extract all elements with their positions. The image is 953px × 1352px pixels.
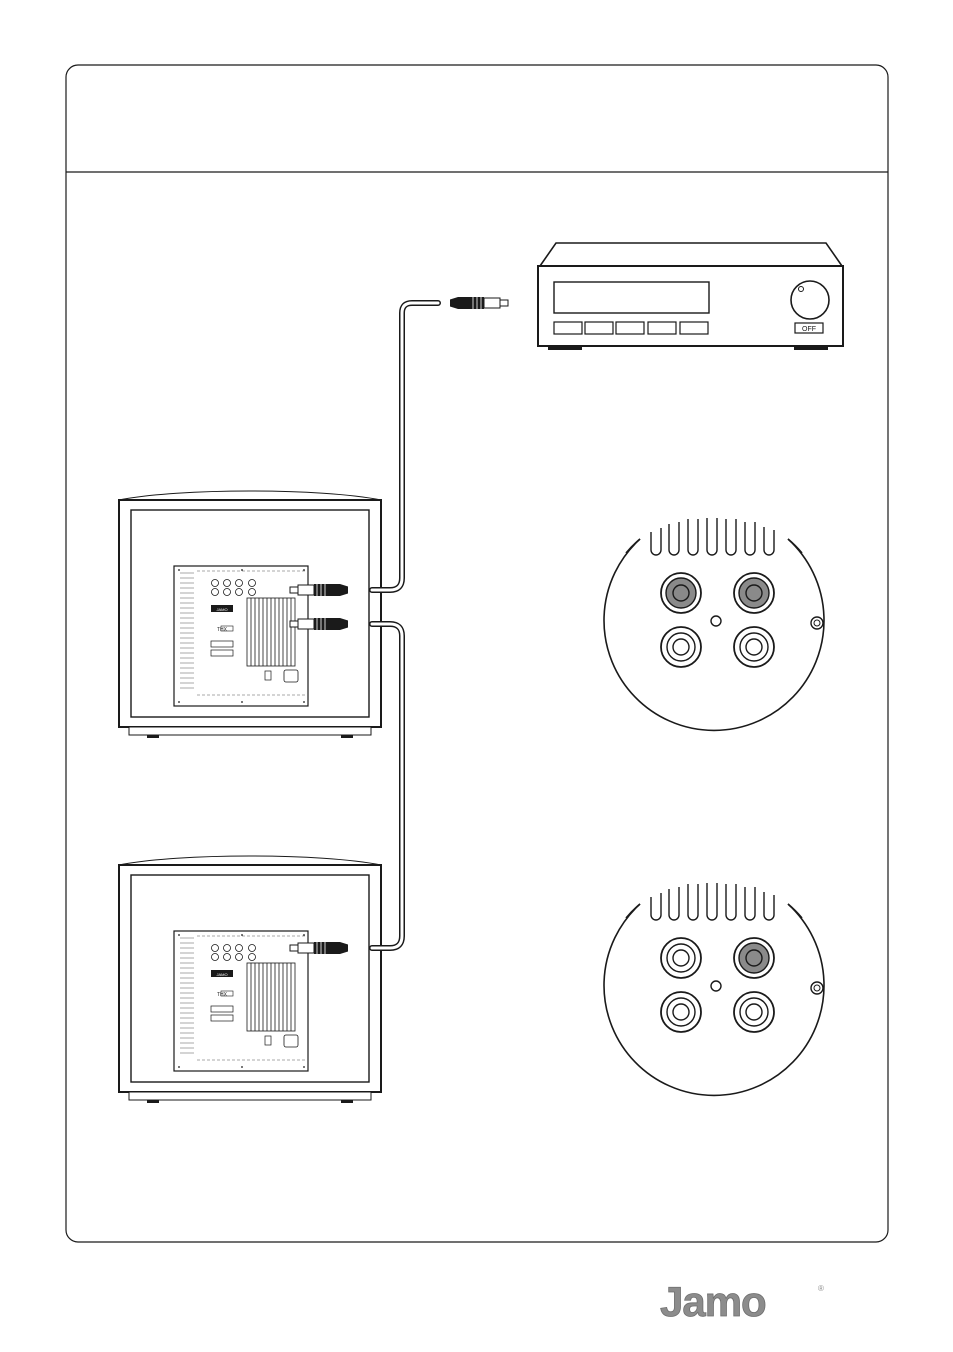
rca-plug-icon xyxy=(290,618,348,630)
panel-cert-badge: THX xyxy=(217,992,228,998)
panel-cert-badge: THX xyxy=(217,627,228,633)
rca-plug-icon xyxy=(450,297,508,309)
subwoofer-icon: JAMO THX xyxy=(119,856,381,1103)
rca-plug-icon xyxy=(290,584,348,596)
receiver-icon: OFF xyxy=(538,243,843,350)
jamo-logo: Jamo ® xyxy=(660,1278,824,1325)
volume-knob xyxy=(791,281,829,319)
terminal-detail-icon xyxy=(604,518,824,730)
power-button-label: OFF xyxy=(802,326,816,333)
logo-text: Jamo xyxy=(660,1278,766,1325)
terminal-detail-icon xyxy=(604,883,824,1095)
subwoofer-icon: JAMO THX xyxy=(119,491,381,738)
panel-brand-badge: JAMO xyxy=(216,607,227,612)
rca-plug-icon xyxy=(290,942,348,954)
panel-brand-badge: JAMO xyxy=(216,972,227,977)
registered-mark: ® xyxy=(818,1284,824,1293)
